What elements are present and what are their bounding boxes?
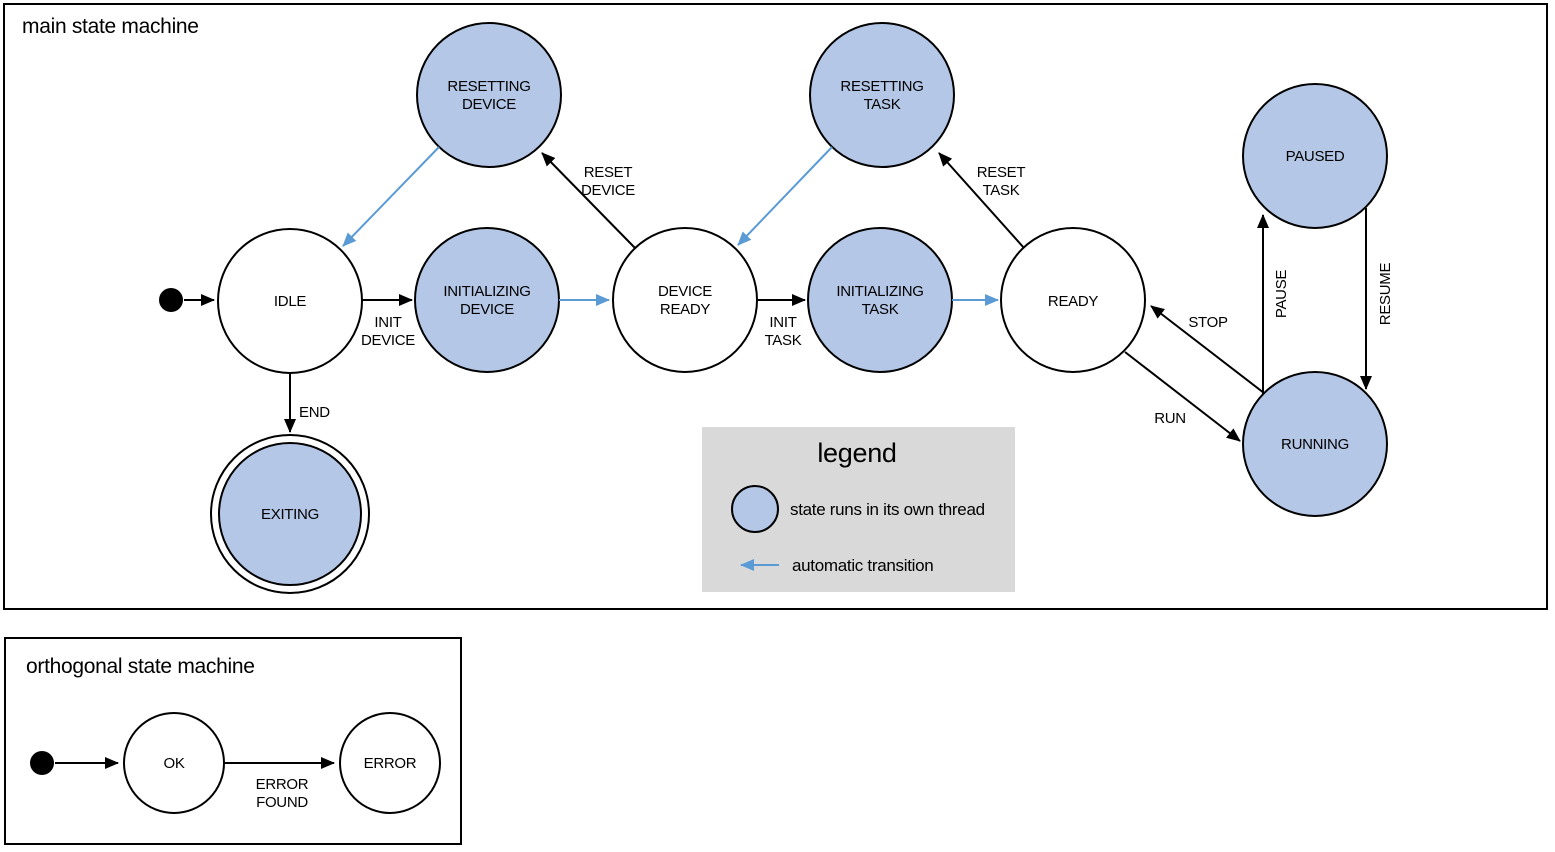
orthogonal-state-machine-title: orthogonal state machine bbox=[26, 655, 255, 678]
legend-thread-item-label: state runs in its own thread bbox=[790, 500, 985, 519]
transition-auto-resetdevice-to-idle bbox=[342, 146, 440, 247]
state-exiting-label: EXITING bbox=[261, 506, 319, 523]
transition-init-device-label-line2: DEVICE bbox=[361, 332, 415, 349]
transition-auto-resettask-to-deviceready bbox=[737, 146, 833, 246]
state-resetting-device-label-line1: RESETTING bbox=[447, 78, 530, 95]
orthogonal-initial-state-dot bbox=[30, 751, 54, 775]
state-initializing-task bbox=[807, 227, 953, 373]
state-device-ready bbox=[612, 227, 758, 373]
transition-reset-task-arrow bbox=[938, 152, 1025, 249]
transition-reset-task-label-line2: TASK bbox=[983, 182, 1020, 199]
transition-end-label: END bbox=[299, 404, 330, 421]
state-ready-label: READY bbox=[1048, 293, 1098, 310]
transition-stop-arrow bbox=[1150, 305, 1265, 394]
transition-error-found-label-line1: ERROR bbox=[256, 776, 309, 793]
state-idle-label: IDLE bbox=[274, 293, 306, 310]
main-state-machine-title: main state machine bbox=[22, 15, 199, 38]
state-initializing-device-label-line2: DEVICE bbox=[460, 301, 514, 318]
state-running-label: RUNNING bbox=[1281, 436, 1349, 453]
legend-thread-state-icon bbox=[731, 485, 779, 533]
state-resetting-task bbox=[809, 22, 955, 168]
transition-init-task-label-line1: INIT bbox=[769, 314, 796, 331]
state-resetting-device bbox=[416, 22, 562, 168]
transition-error-found-label-line2: FOUND bbox=[256, 794, 308, 811]
initial-state-dot bbox=[159, 288, 183, 312]
legend-auto-item-label: automatic transition bbox=[792, 556, 933, 575]
state-resetting-device-label-line2: DEVICE bbox=[462, 96, 516, 113]
state-initializing-device-label-line1: INITIALIZING bbox=[443, 283, 530, 300]
state-resetting-task-label-line1: RESETTING bbox=[840, 78, 923, 95]
transition-stop-label: STOP bbox=[1188, 314, 1228, 331]
transition-run-label: RUN bbox=[1154, 410, 1186, 427]
state-initializing-device bbox=[414, 227, 560, 373]
state-error bbox=[339, 712, 441, 814]
state-error-label: ERROR bbox=[364, 755, 417, 772]
transition-reset-device-label-line2: DEVICE bbox=[581, 182, 635, 199]
state-initializing-task-label-line2: TASK bbox=[862, 301, 899, 318]
state-ok-label: OK bbox=[163, 755, 184, 772]
state-initializing-task-label-line1: INITIALIZING bbox=[836, 283, 923, 300]
orthogonal-state-machine-box bbox=[4, 637, 462, 845]
state-resetting-task-label-line2: TASK bbox=[864, 96, 901, 113]
legend-title: legend bbox=[817, 438, 896, 468]
state-paused bbox=[1242, 83, 1388, 229]
state-device-ready-label-line2: READY bbox=[660, 301, 710, 318]
transition-init-task-label-line2: TASK bbox=[765, 332, 802, 349]
transition-reset-device-arrow bbox=[541, 152, 636, 249]
transition-reset-task-label-line1: RESET bbox=[977, 164, 1026, 181]
state-device-ready-label-line1: DEVICE bbox=[658, 283, 712, 300]
state-paused-label: PAUSED bbox=[1286, 148, 1345, 165]
state-exiting bbox=[218, 442, 362, 586]
transition-init-device-label-line1: INIT bbox=[374, 314, 401, 331]
transition-reset-device-label-line1: RESET bbox=[584, 164, 633, 181]
state-running bbox=[1242, 371, 1388, 517]
transition-resume-label: RESUME bbox=[1377, 263, 1394, 326]
transition-run-arrow bbox=[1124, 351, 1241, 442]
transition-pause-label: PAUSE bbox=[1273, 270, 1290, 319]
state-ready bbox=[1000, 227, 1146, 373]
main-state-machine-box bbox=[3, 3, 1548, 610]
